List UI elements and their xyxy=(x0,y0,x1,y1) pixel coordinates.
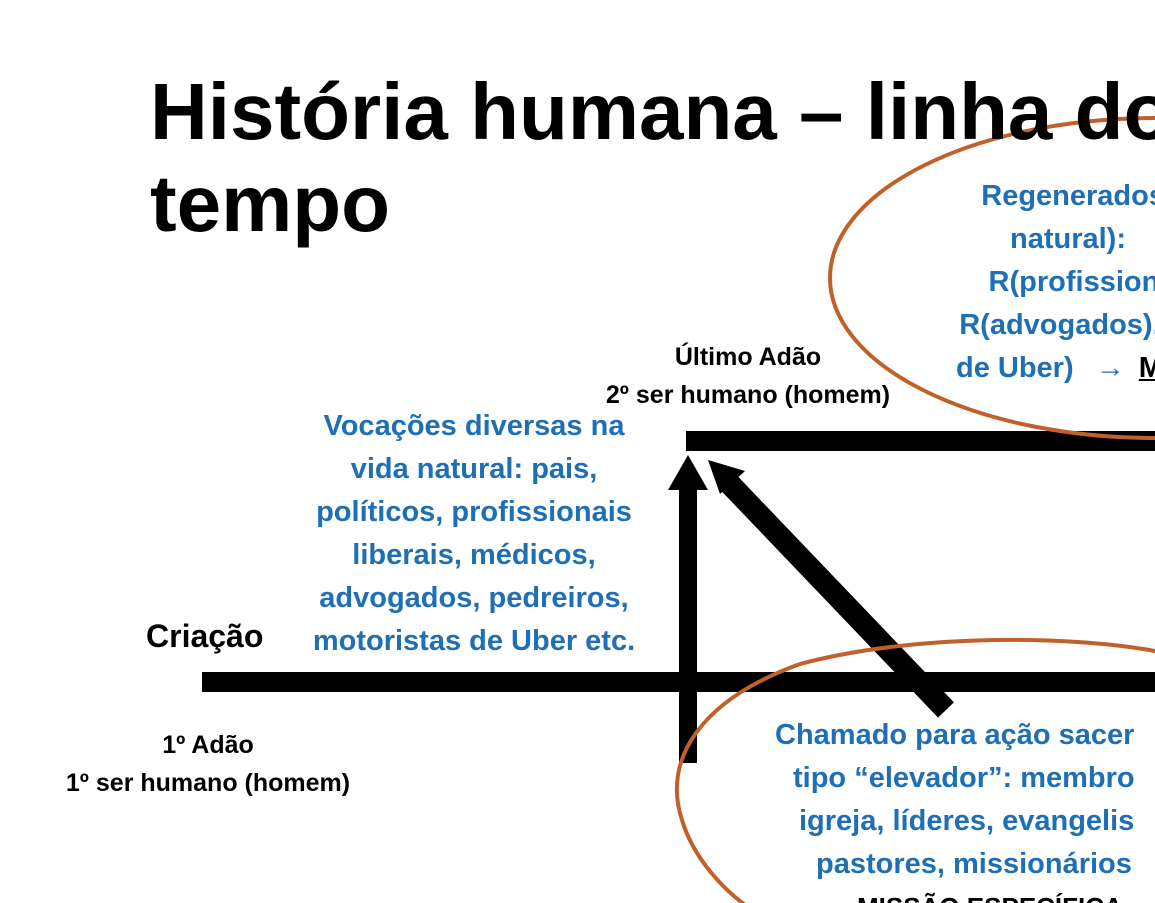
regenerated-last-line: de Uber) → M xyxy=(956,347,1155,390)
priestly-call-text: Chamado para ação sacer tipo “elevador”:… xyxy=(775,714,1135,903)
priestly-line-4: pastores, missionários xyxy=(816,848,1132,880)
priestly-line-2: tipo “elevador”: membro xyxy=(793,762,1135,794)
page-title: História humana – linha do tempo xyxy=(150,66,1155,250)
regenerated-line-3: R(profissiona xyxy=(988,266,1155,298)
title-line-1: História humana – linha do xyxy=(150,67,1155,156)
title-line-2: tempo xyxy=(150,159,390,248)
priestly-call-ellipse xyxy=(674,637,1155,903)
regenerated-ellipse xyxy=(828,116,1155,440)
first-adam-label: 1º Adão 1º ser humano (homem) xyxy=(38,726,378,802)
creation-label: Criação xyxy=(146,618,264,654)
elevator-arrowhead xyxy=(708,460,745,494)
last-adam-timeline xyxy=(686,431,1155,451)
last-adam-label: Último Adão 2º ser humano (homem) xyxy=(580,338,916,414)
regenerated-tail: M xyxy=(1138,352,1155,384)
vocations-line-3: políticos, profissionais xyxy=(316,496,632,528)
vocations-line-2: vida natural: pais, xyxy=(350,453,598,485)
priestly-line-5: MISSÃO ESPECÍFICA xyxy=(857,886,1135,903)
right-arrow-icon: → xyxy=(1095,352,1125,384)
vocations-line-6: motoristas de Uber etc. xyxy=(312,625,636,657)
vocations-line-5: advogados, pedreiros, xyxy=(319,582,629,614)
vertical-connector xyxy=(679,488,697,763)
elevator-arrow-shaft xyxy=(720,474,954,718)
first-adam-line-1: 1º Adão xyxy=(162,731,254,759)
priestly-line-1: Chamado para ação sacer xyxy=(775,719,1135,751)
regenerated-line-5: de Uber) xyxy=(956,352,1074,384)
vocations-line-1: Vocações diversas na xyxy=(323,410,625,442)
regenerated-line-4: R(advogados), I xyxy=(959,309,1155,341)
regenerated-text: Regenerados ( natural): R(profissiona R(… xyxy=(928,175,1155,347)
first-adam-line-2: 1º ser humano (homem) xyxy=(65,769,351,797)
vertical-arrowhead xyxy=(668,455,708,490)
regenerated-line-1: Regenerados ( xyxy=(981,180,1155,212)
creation-timeline xyxy=(202,672,1155,692)
vocations-line-4: liberais, médicos, xyxy=(352,539,596,571)
priestly-line-3: igreja, líderes, evangelis xyxy=(799,805,1135,837)
regenerated-line-2: natural): xyxy=(1010,223,1126,255)
last-adam-line-2: 2º ser humano (homem) xyxy=(605,381,891,409)
last-adam-line-1: Último Adão xyxy=(674,343,822,371)
vocations-text: Vocações diversas na vida natural: pais,… xyxy=(290,405,658,663)
